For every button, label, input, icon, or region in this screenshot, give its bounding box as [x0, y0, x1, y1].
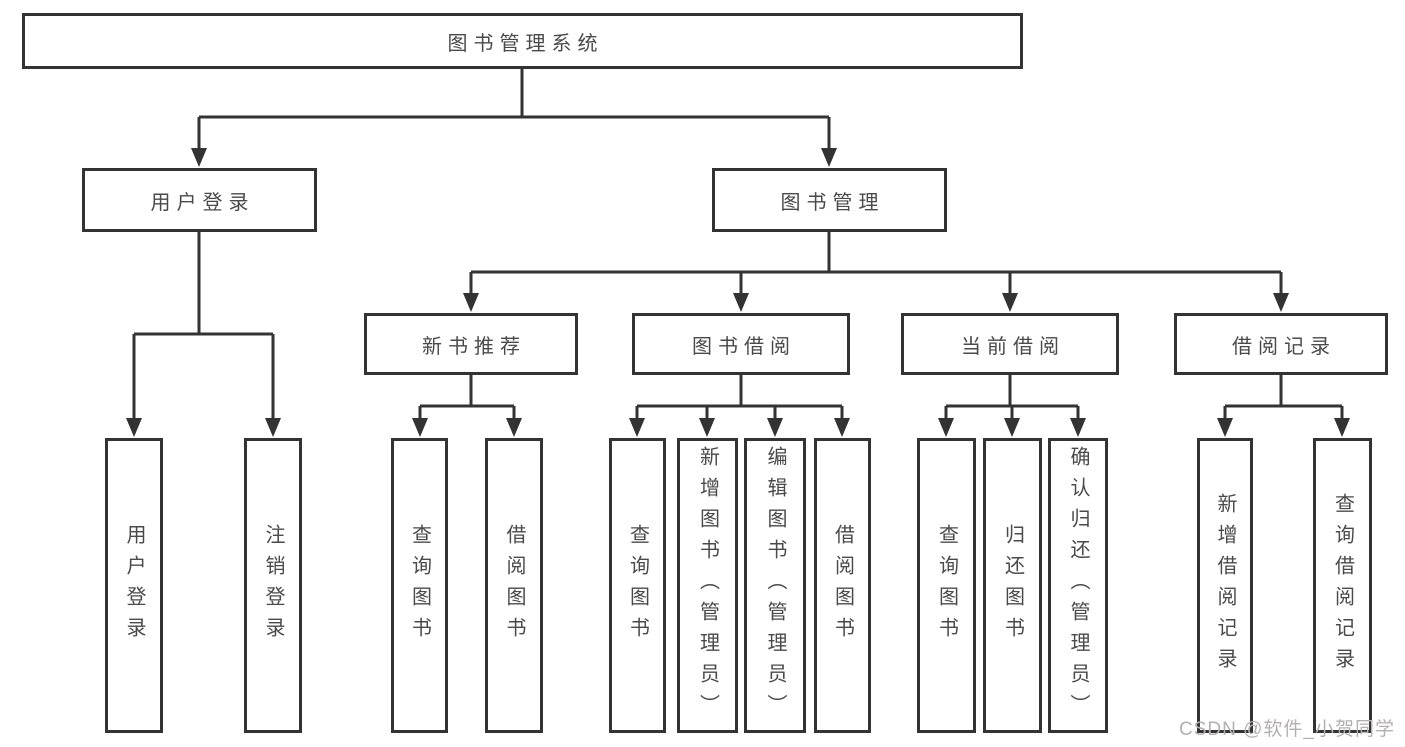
node-leaf-return-books: 归还图书: [983, 438, 1042, 733]
node-leaf-borrow-books: 借阅图书: [814, 438, 871, 733]
node-current-borrow: 当前借阅: [901, 313, 1119, 375]
node-book-borrow: 图书借阅: [632, 313, 850, 375]
node-leaf-confirm-return-admin: 确认归还（管理员）: [1048, 438, 1108, 733]
csdn-watermark: CSDN @软件_小贺同学: [1179, 719, 1395, 740]
node-leaf-user-login: 用户登录: [105, 438, 163, 733]
node-leaf-query-borrow-record: 查询借阅记录: [1313, 438, 1372, 733]
node-book-borrow-label: 图书借阅: [692, 335, 796, 358]
node-book-management-label: 图书管理: [780, 191, 885, 214]
node-new-book-recommend: 新书推荐: [364, 313, 578, 375]
node-leaf-query-books-current: 查询图书: [917, 438, 976, 733]
node-leaf-logout: 注销登录: [244, 438, 302, 733]
node-leaf-add-borrow-record: 新增借阅记录: [1197, 438, 1253, 733]
node-current-borrow-label: 当前借阅: [961, 335, 1065, 358]
node-book-management: 图书管理: [712, 168, 947, 232]
node-user-login-label: 用户登录: [150, 191, 255, 214]
node-leaf-query-books-recommend: 查询图书: [391, 438, 448, 733]
node-new-book-recommend-label: 新书推荐: [422, 335, 526, 358]
node-leaf-query-books-borrow: 查询图书: [609, 438, 666, 733]
node-root: 图书管理系统: [22, 13, 1023, 69]
node-root-label: 图书管理系统: [447, 32, 604, 55]
node-borrow-records: 借阅记录: [1174, 313, 1388, 375]
node-borrow-records-label: 借阅记录: [1232, 335, 1336, 358]
node-leaf-edit-books-admin: 编辑图书（管理员）: [744, 438, 806, 733]
node-leaf-add-books-admin: 新增图书（管理员）: [677, 438, 738, 733]
node-user-login: 用户登录: [82, 168, 317, 232]
node-leaf-borrow-books-recommend: 借阅图书: [485, 438, 543, 733]
